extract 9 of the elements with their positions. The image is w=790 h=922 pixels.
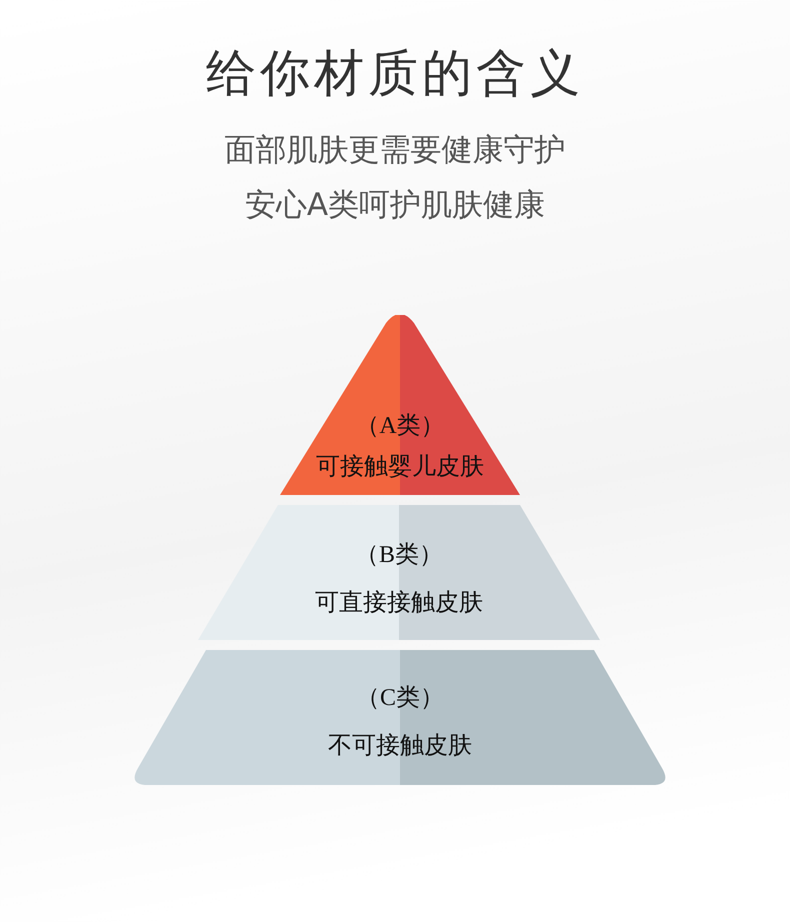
- tier-label: 可接触婴儿皮肤: [315, 453, 485, 482]
- subtitle: 安心A类呵护肌肤健康: [244, 186, 546, 225]
- tier-heading: （C类）: [354, 684, 445, 713]
- tier-label: 可直接接触皮肤: [314, 589, 484, 618]
- tier-heading: （A类）: [354, 412, 446, 441]
- tier-label: 不可接触皮肤: [327, 732, 473, 761]
- tier-heading: （B类）: [354, 541, 444, 570]
- title: 给你材质的含义: [205, 43, 585, 104]
- subtitle: 面部肌肤更需要健康守护: [224, 131, 566, 170]
